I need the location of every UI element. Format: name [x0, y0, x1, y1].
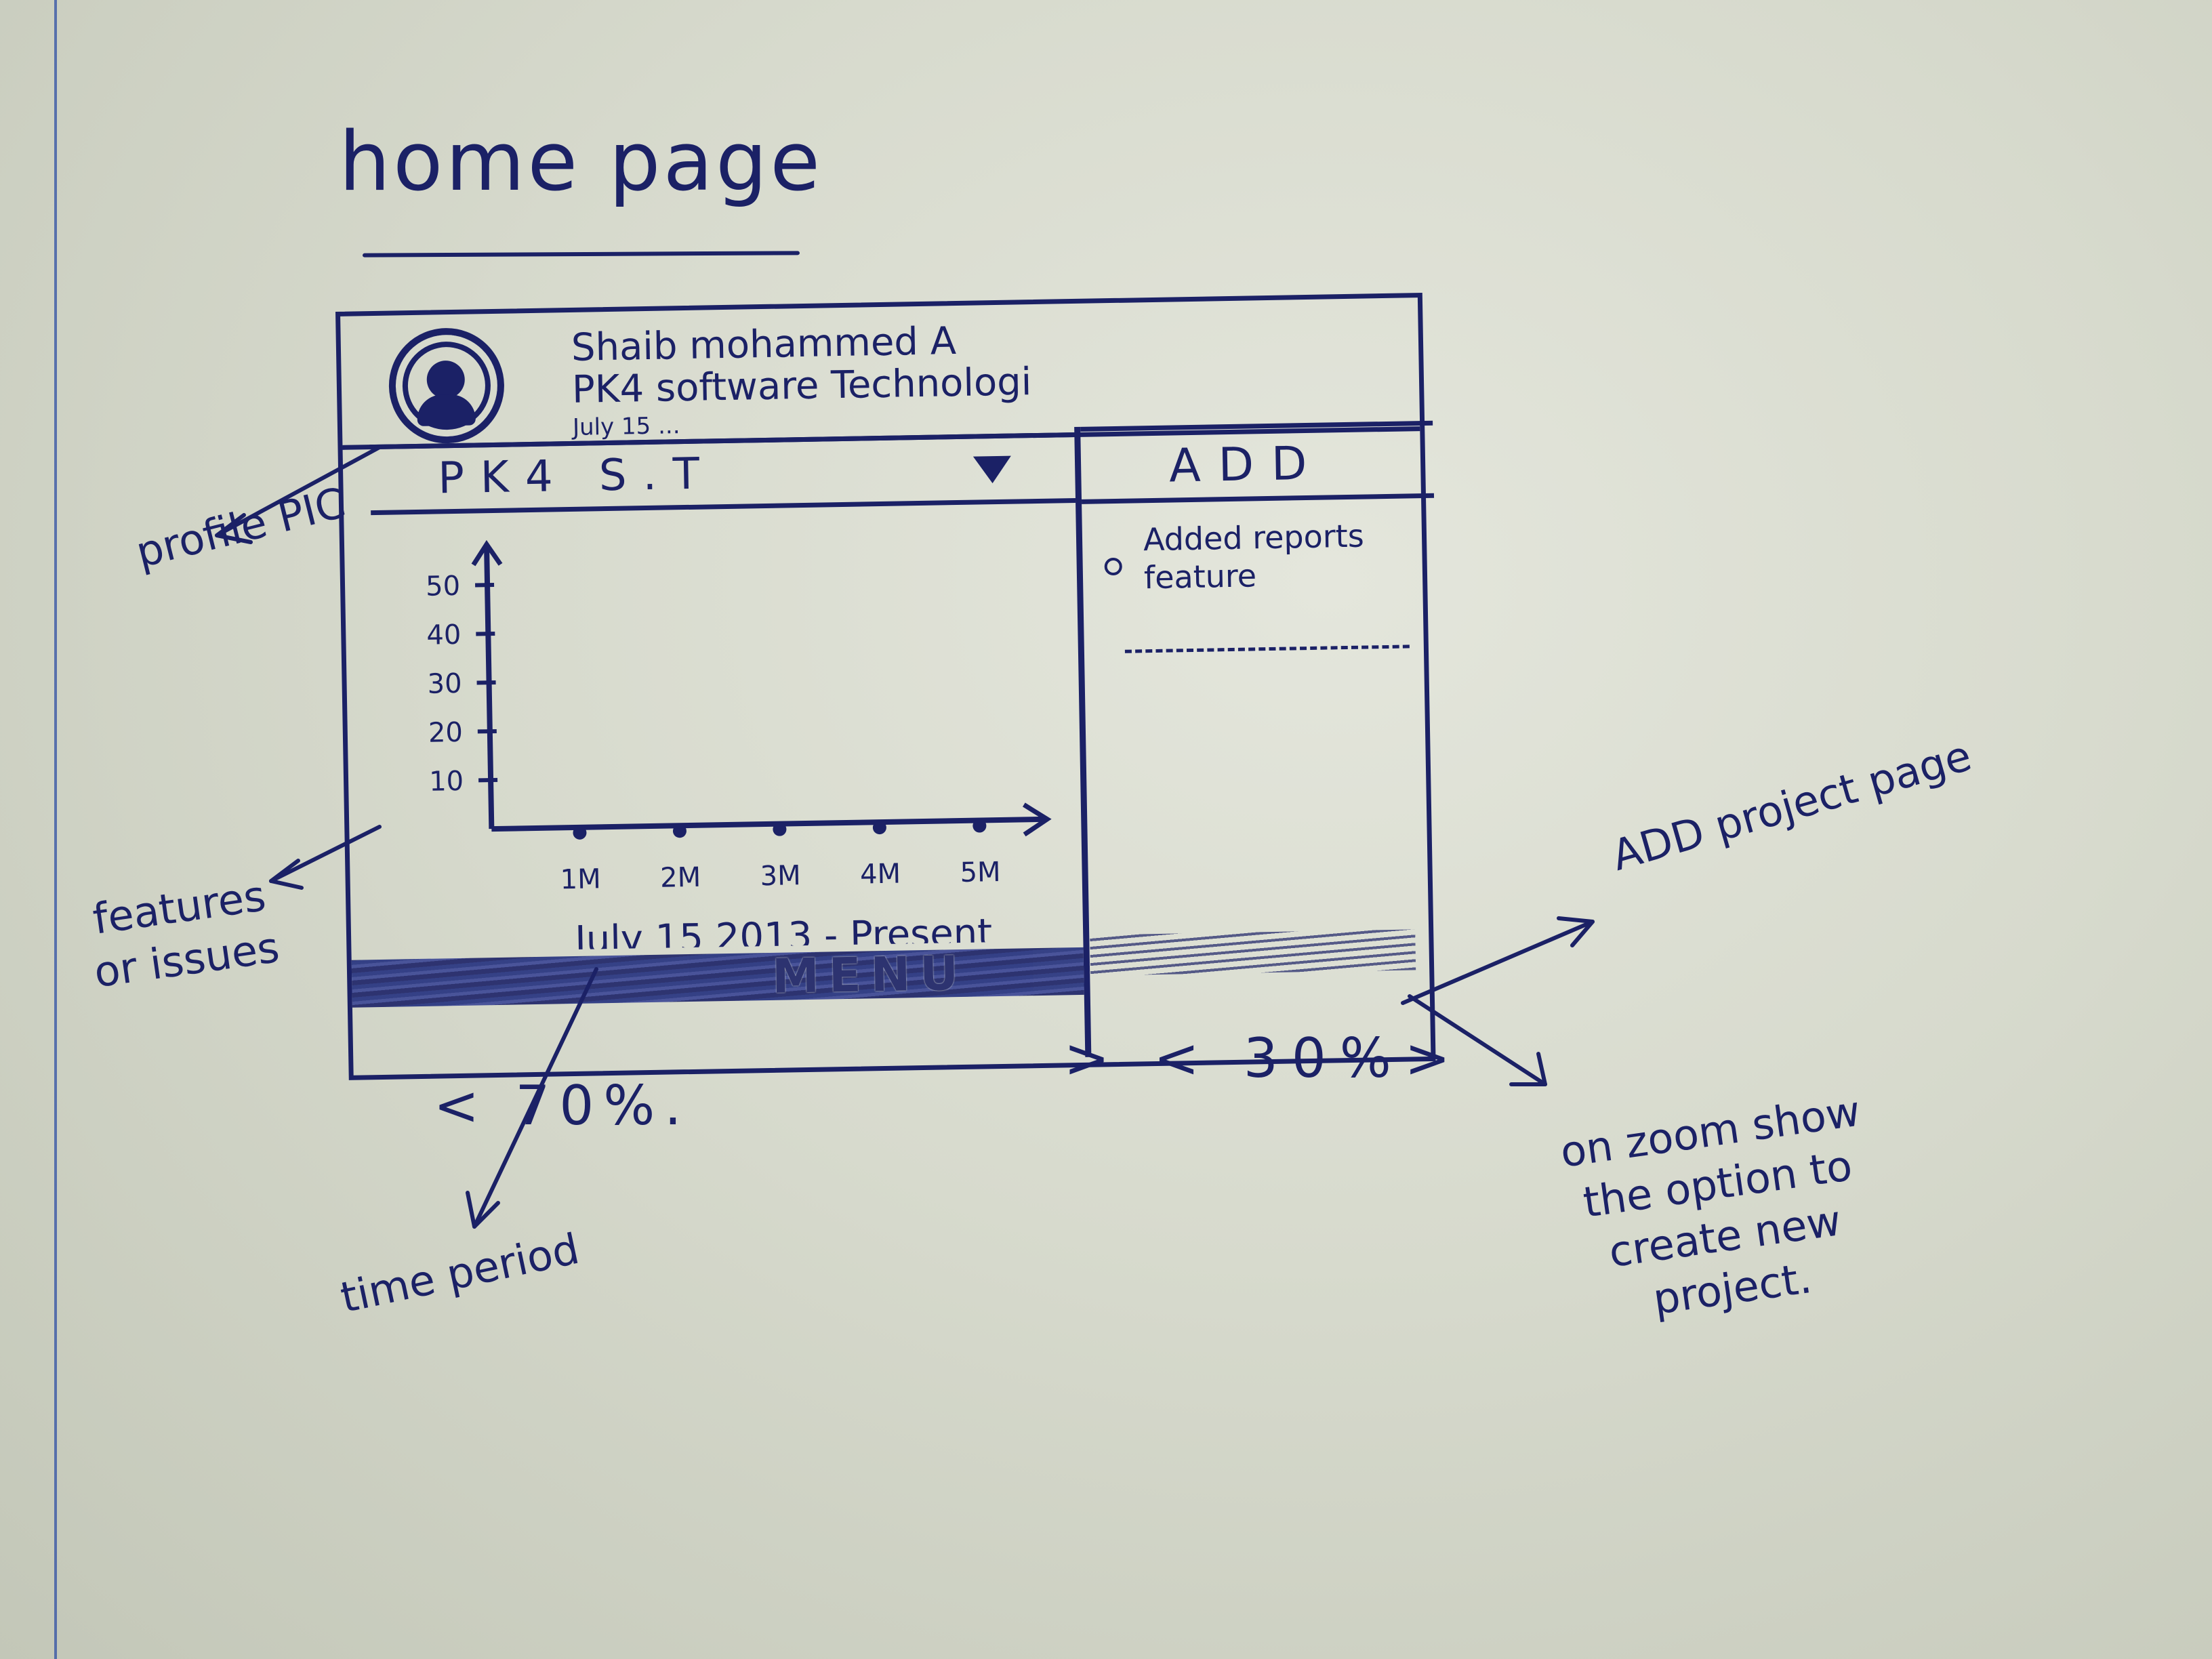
arrow-time: [472, 967, 598, 1229]
margin-line: [54, 0, 57, 1659]
x-tick-label: 3M: [760, 860, 801, 892]
x-axis: [491, 816, 1048, 832]
y-tick-label: 20: [428, 717, 464, 749]
arrow-zoom: [1408, 994, 1547, 1086]
arrow-add-head: [1557, 916, 1595, 947]
y-tick-label: 40: [426, 619, 462, 651]
arrow-profile-head: [215, 513, 253, 544]
x-tick-label: 5M: [960, 857, 1001, 888]
arrow-zoom-head: [1509, 1052, 1547, 1086]
x-tick-label: 4M: [860, 859, 901, 890]
arrow-features-head: [269, 859, 304, 890]
x-axis-arrow: [1022, 802, 1052, 837]
x-tick: [872, 821, 886, 835]
x-tick: [573, 825, 587, 840]
left-width-note: < 70%.: [434, 1074, 691, 1137]
x-tick-label: 1M: [560, 863, 601, 895]
arrow-add: [1401, 920, 1595, 1005]
right-width-note: > < 30%>: [1064, 1027, 1464, 1090]
y-tick-label: 30: [427, 668, 462, 700]
y-tick-label: 10: [429, 766, 464, 798]
x-tick: [773, 822, 787, 836]
wireframe-window: Shaib mohammed A PK4 software Technologi…: [335, 293, 1444, 1080]
y-axis-arrow: [471, 539, 503, 567]
page-title: home page: [339, 115, 823, 209]
arrow-profile: [215, 445, 382, 537]
arrow-features: [269, 825, 382, 883]
x-tick: [972, 819, 987, 833]
y-tick-label: 50: [426, 571, 461, 602]
x-tick: [672, 824, 687, 838]
arrow-time-head: [466, 1191, 500, 1229]
x-tick-label: 2M: [660, 862, 701, 894]
